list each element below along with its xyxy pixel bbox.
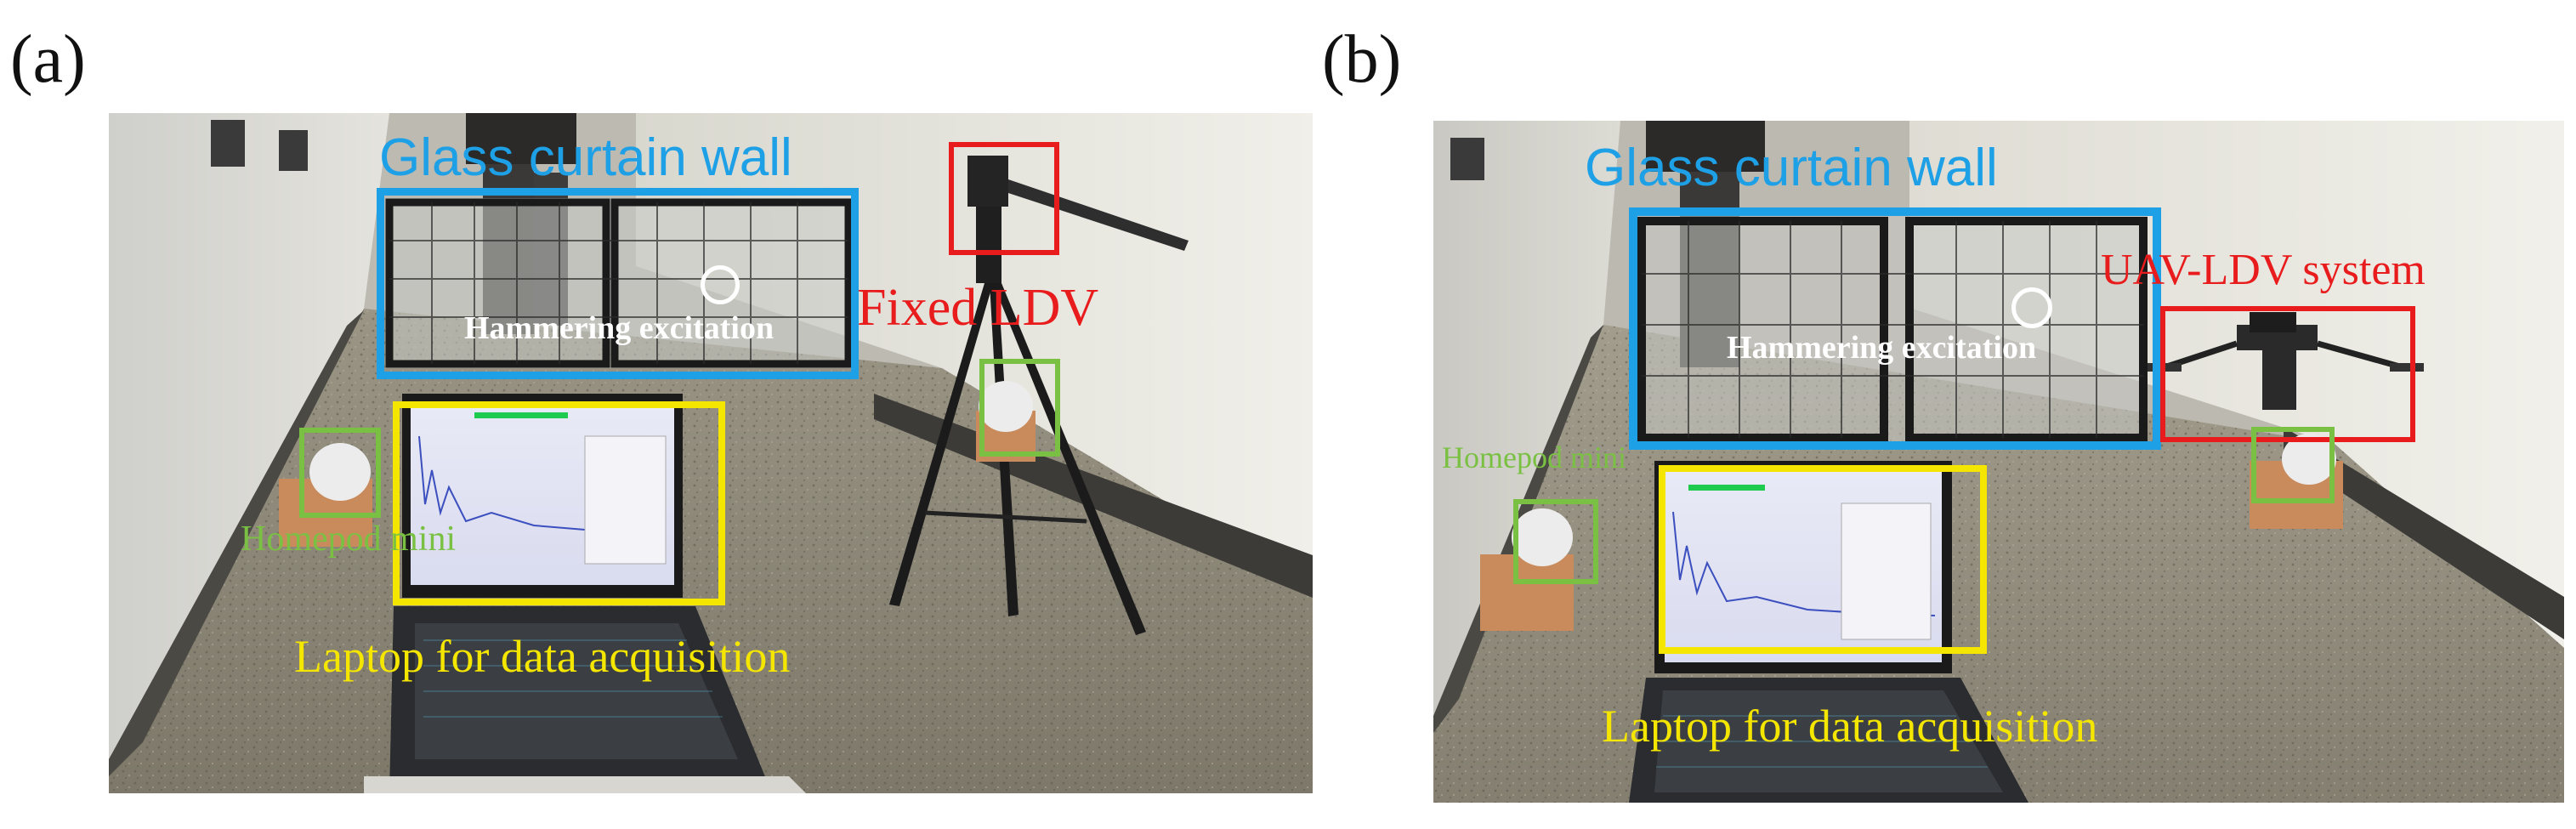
panel-b-uav-ldv-label: UAV-LDV system <box>2101 246 2426 294</box>
panel-a-scene <box>109 113 1313 793</box>
panel-b-homepod-box-right <box>2251 427 2335 503</box>
panel-b-scene <box>1433 121 2564 803</box>
panel-a-ldv-label: Fixed LDV <box>857 279 1099 337</box>
panel-a-glass-wall-label: Glass curtain wall <box>379 128 792 187</box>
panel-b-hammering-marker <box>2011 287 2052 328</box>
panel-a-hammering-label: Hammering excitation <box>464 310 775 346</box>
panel-b-glass-wall-label: Glass curtain wall <box>1585 139 1998 197</box>
panel-b-homepod-box-left <box>1513 499 1598 584</box>
panel-b-laptop-label: Laptop for data acquisition <box>1602 701 2098 752</box>
panel-b-hammering-label: Hammering excitation <box>1727 330 2037 366</box>
panel-a-laptop-box <box>393 401 725 605</box>
panel-a-ldv-box <box>949 142 1059 255</box>
panel-a-laptop-label: Laptop for data acquisition <box>294 631 791 682</box>
panel-b-laptop-box <box>1659 465 1987 654</box>
panel-b-label: (b) <box>1322 22 1402 97</box>
panel-a-homepod-box-right <box>979 359 1060 457</box>
panel-b-homepod-label: Homepod mini <box>1442 440 1626 474</box>
panel-a-label: (a) <box>10 22 86 97</box>
panel-a-homepod-box-left <box>299 428 381 518</box>
panel-b-uav-ldv-box <box>2160 306 2415 442</box>
panel-b-photo: Glass curtain wall Hammering excitation … <box>1433 121 2564 803</box>
panel-a-glass-wall-box <box>377 188 859 379</box>
panel-a-photo: Glass curtain wall Hammering excitation … <box>109 113 1313 793</box>
panel-a-hammering-marker <box>701 265 740 304</box>
panel-b-glass-wall-box <box>1629 207 2161 450</box>
panel-a-homepod-label: Homepod mini <box>241 520 457 559</box>
